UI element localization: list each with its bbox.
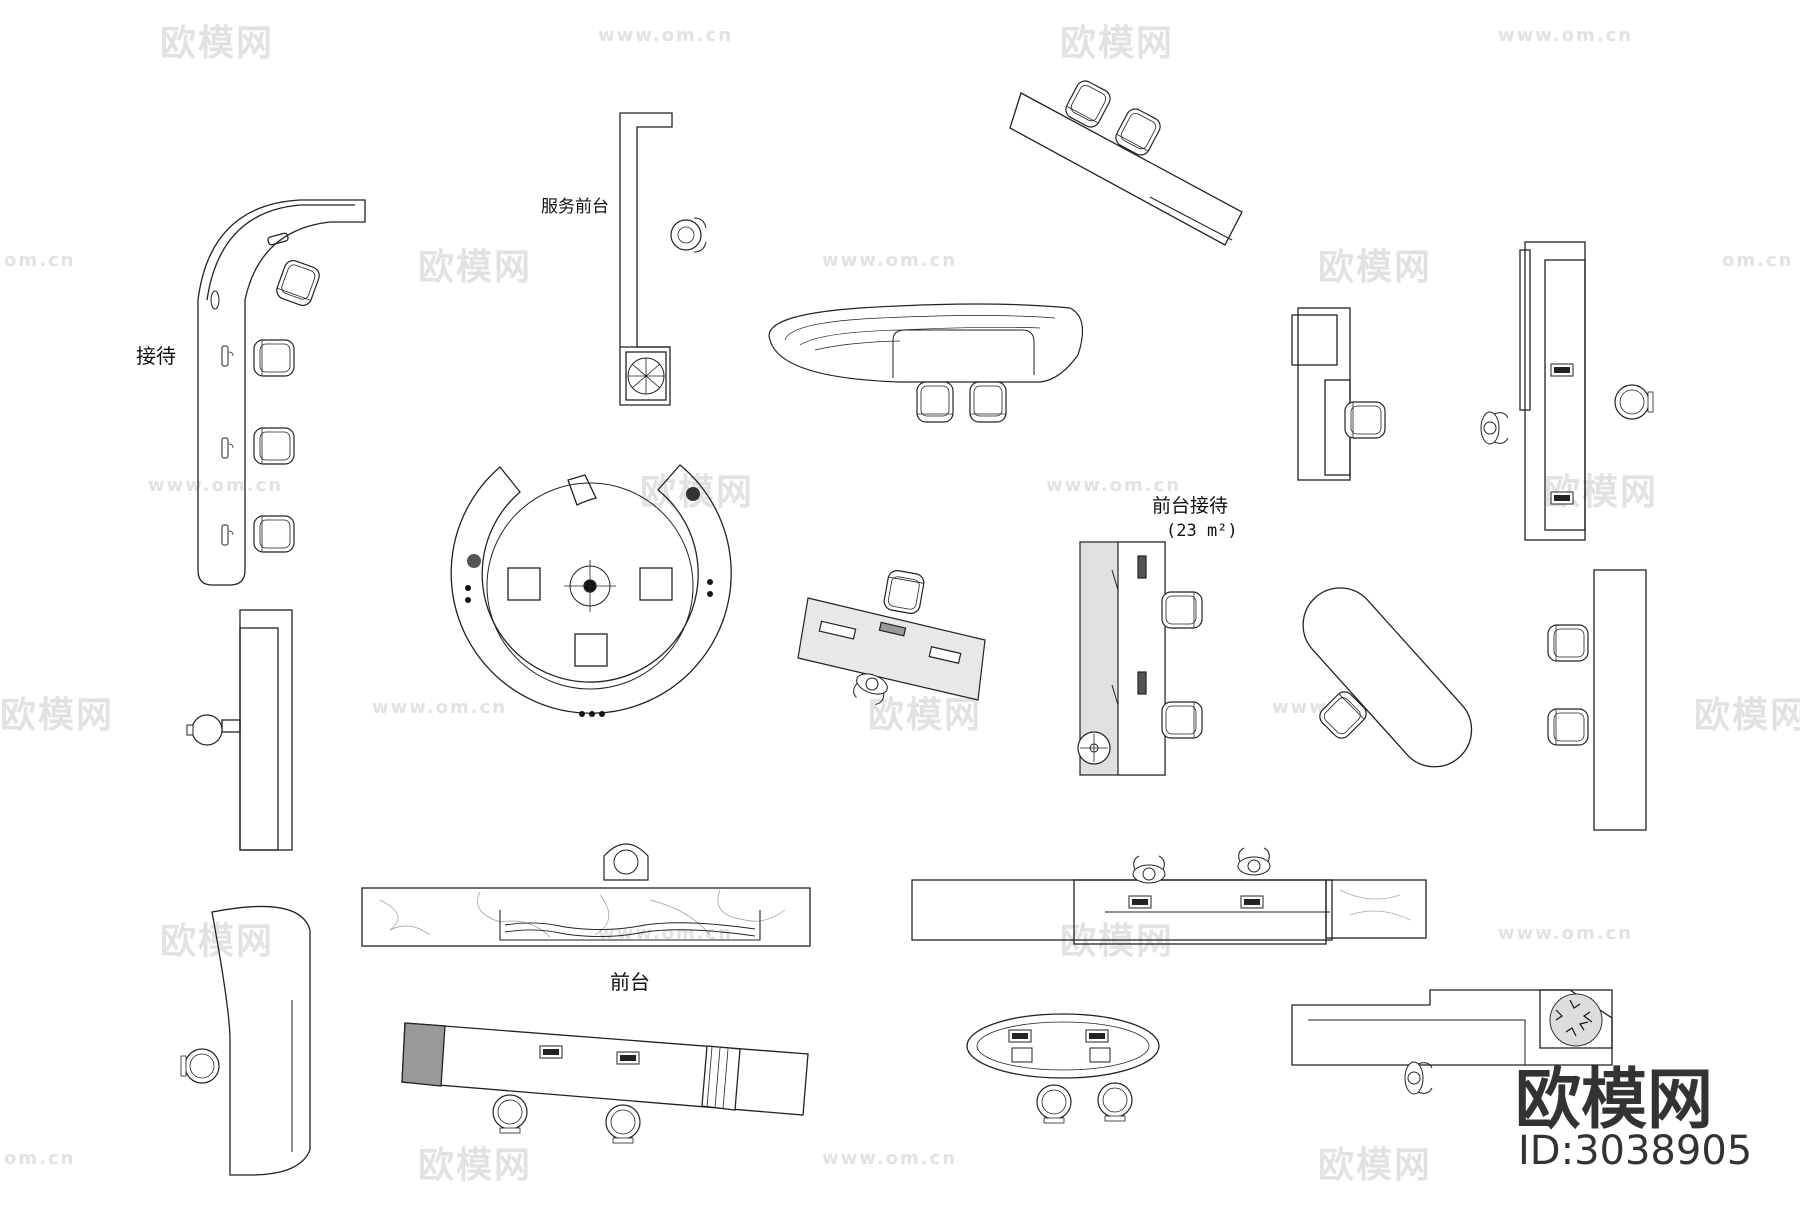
watermark-url: www.om.cn [148, 475, 284, 496]
label-area: (23 m²) [1166, 521, 1238, 541]
angled-work-desk [797, 597, 986, 701]
phone-icon [221, 345, 234, 367]
watermark-url: om.cn [1722, 250, 1794, 271]
reception-counter-curved [197, 199, 366, 586]
watermark-url: www.om.cn [598, 923, 734, 944]
chair [253, 339, 295, 377]
watermark-url: om.cn [4, 250, 76, 271]
corner-id: ID:3038905 [1518, 1128, 1753, 1174]
watermark-url: www.om.cn [822, 1148, 958, 1169]
person-icon [1132, 855, 1166, 884]
chair [1547, 624, 1589, 662]
booth-marker [686, 487, 700, 501]
round-chair [1036, 1084, 1072, 1124]
monitor-icon [1128, 895, 1152, 909]
watermark-url: www.om.cn [1498, 25, 1634, 46]
office-chair [670, 217, 707, 253]
angled-tall-desk [211, 905, 311, 1176]
booth-marker [467, 554, 481, 568]
watermark-brand: 欧模网 [1060, 921, 1175, 962]
watermark-brand: 欧模网 [418, 247, 533, 288]
service-counter [619, 112, 673, 406]
front-reception-desk [1079, 541, 1166, 776]
watermark-brand: 欧模网 [160, 23, 275, 64]
oval-console [966, 1013, 1160, 1079]
watermark-brand: 欧模网 [1318, 247, 1433, 288]
watermark-brand: 欧模网 [160, 921, 275, 962]
round-chair [180, 1048, 220, 1084]
round-chair [605, 1104, 641, 1144]
angled-long-counter [401, 1022, 809, 1116]
chair [1161, 591, 1203, 629]
corner-brand: 欧模网 [1515, 1061, 1713, 1138]
chair [1062, 77, 1114, 131]
office-chair [1077, 731, 1111, 765]
watermark-url: www.om.cn [598, 25, 734, 46]
watermark-url: www.om.cn [1498, 923, 1634, 944]
office-desk-tall [1519, 241, 1586, 541]
watermark-brand: 欧模网 [1694, 695, 1800, 736]
capsule-table [1302, 587, 1473, 768]
person-icon [1404, 1061, 1433, 1095]
monitor-icon [1550, 363, 1574, 377]
watermark-url: om.cn [4, 1148, 76, 1169]
armchair [603, 843, 649, 881]
chair [969, 381, 1007, 423]
oval-desk [768, 303, 1084, 383]
watermark-brand: 欧模网 [418, 1145, 533, 1186]
office-desk-l [1291, 307, 1351, 481]
chair [1161, 701, 1203, 739]
watermark-brand: 欧模网 [0, 695, 115, 736]
booth-seats [465, 579, 713, 717]
left-desk [221, 609, 293, 851]
round-chair [492, 1094, 528, 1134]
chair [882, 568, 926, 616]
chair [1344, 401, 1386, 439]
round-chair [1614, 384, 1654, 420]
watermark-brand: 欧模网 [868, 695, 983, 736]
label-reception: 接待 [136, 344, 176, 368]
label-service-front-desk: 服务前台 [541, 197, 609, 217]
monitor-icon [1085, 1029, 1109, 1043]
chair [916, 381, 954, 423]
phone-icon [221, 524, 234, 546]
chair [253, 515, 295, 553]
plant-icon [1549, 993, 1603, 1047]
monitor-icon [616, 1051, 640, 1065]
double-workstation [911, 879, 1427, 945]
chair [253, 427, 295, 465]
watermark-url: www.om.cn [822, 250, 958, 271]
chair [1547, 708, 1589, 746]
label-front-desk-reception: 前台接待 [1152, 495, 1229, 517]
label-front-desk: 前台 [610, 970, 650, 994]
phone-icon [221, 437, 234, 459]
marble-front-counter [361, 887, 811, 947]
tall-counter [1593, 569, 1647, 831]
chair [1112, 105, 1164, 159]
person-icon [1480, 411, 1509, 445]
round-chair [1097, 1082, 1133, 1122]
monitor-icon [1240, 895, 1264, 909]
person-icon [1237, 847, 1271, 876]
circular-booth [450, 464, 732, 714]
monitor-icon [1550, 491, 1574, 505]
watermark-brand: 欧模网 [1318, 1145, 1433, 1186]
office-chair [186, 714, 223, 746]
angled-desk [1009, 92, 1243, 246]
monitor-icon [539, 1045, 563, 1059]
watermark-brand: 欧模网 [1060, 23, 1175, 64]
watermark-url: www.om.cn [1046, 475, 1182, 496]
monitor-icon [1008, 1029, 1032, 1043]
watermark-url: www.om.cn [372, 697, 508, 718]
chair [273, 257, 323, 309]
